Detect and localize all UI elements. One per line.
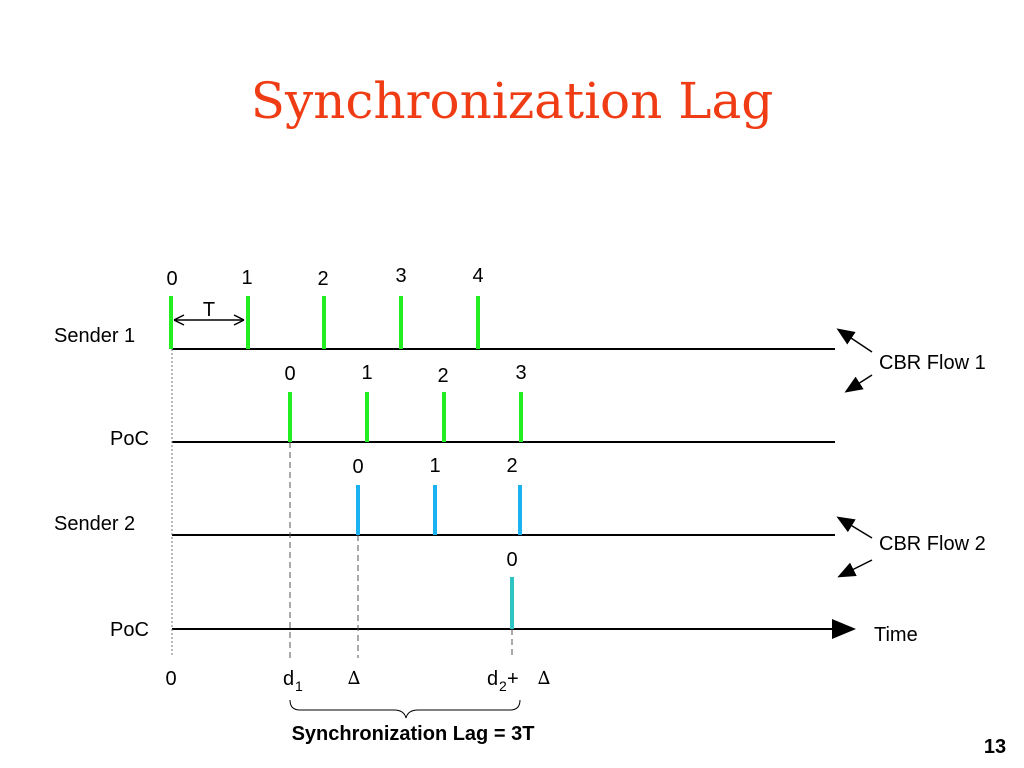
sender1-tick-label-0: 0 — [166, 268, 177, 290]
sender2-tick-label-0: 0 — [352, 456, 363, 478]
origin-label: 0 — [165, 668, 176, 690]
period-t-label: T — [203, 299, 215, 321]
row-label-sender2: Sender 2 — [54, 513, 135, 535]
sender1-tick-2 — [322, 296, 326, 349]
d2-plus: + — [507, 668, 519, 690]
delta-label: ∆ — [348, 668, 361, 689]
slide-title: Synchronization Lag — [250, 72, 774, 130]
flow2-pointer-top — [836, 516, 873, 539]
sender2-tick-2 — [518, 485, 522, 535]
lag-caption: Synchronization Lag = 3T — [292, 723, 535, 745]
row-label-poc2: PoC — [110, 619, 149, 641]
poc1-tick-label-2: 2 — [437, 365, 448, 387]
flow1-label: CBR Flow 1 — [879, 352, 986, 374]
poc1-tick-3 — [519, 392, 523, 442]
period-t-arrowhead-right — [233, 314, 245, 326]
sender1-tick-4 — [476, 296, 480, 349]
flow2-pointer-bottom — [837, 559, 873, 578]
sender2-tick-label-1: 1 — [429, 455, 440, 477]
page-number: 13 — [984, 736, 1006, 758]
period-t-arrowhead-left — [173, 314, 185, 326]
d2-label: d — [487, 668, 498, 690]
d2-delta: ∆ — [538, 668, 551, 689]
poc1-tick-0 — [288, 392, 292, 442]
sender2-tick-label-2: 2 — [506, 455, 517, 477]
sender1-tick-label-3: 3 — [395, 265, 406, 287]
lag-brace — [289, 699, 521, 719]
sender2-tick-1 — [433, 485, 437, 535]
sender1-tick-label-2: 2 — [317, 268, 328, 290]
poc1-tick-label-0: 0 — [284, 363, 295, 385]
d2-subscript: 2 — [499, 678, 507, 694]
d1-label: d — [283, 668, 294, 690]
poc1-tick-1 — [365, 392, 369, 442]
row-label-poc1: PoC — [110, 428, 149, 450]
d1-subscript: 1 — [295, 678, 303, 694]
sender1-tick-1 — [246, 296, 250, 349]
sender1-tick-3 — [399, 296, 403, 349]
sender1-tick-0 — [169, 296, 173, 349]
poc1-tick-2 — [442, 392, 446, 442]
sender1-tick-label-1: 1 — [241, 267, 252, 289]
flow1-pointer-bottom — [844, 374, 873, 393]
flow2-label: CBR Flow 2 — [879, 533, 986, 555]
poc1-tick-label-1: 1 — [361, 362, 372, 384]
row-label-sender1: Sender 1 — [54, 325, 135, 347]
time-axis-label: Time — [874, 624, 918, 646]
poc2-tick-label-0: 0 — [506, 549, 517, 571]
flow1-pointer-top — [836, 328, 873, 353]
sender1-tick-label-4: 4 — [472, 265, 483, 287]
poc1-tick-label-3: 3 — [515, 362, 526, 384]
sender2-tick-0 — [356, 485, 360, 535]
poc2-tick-0 — [510, 577, 514, 629]
